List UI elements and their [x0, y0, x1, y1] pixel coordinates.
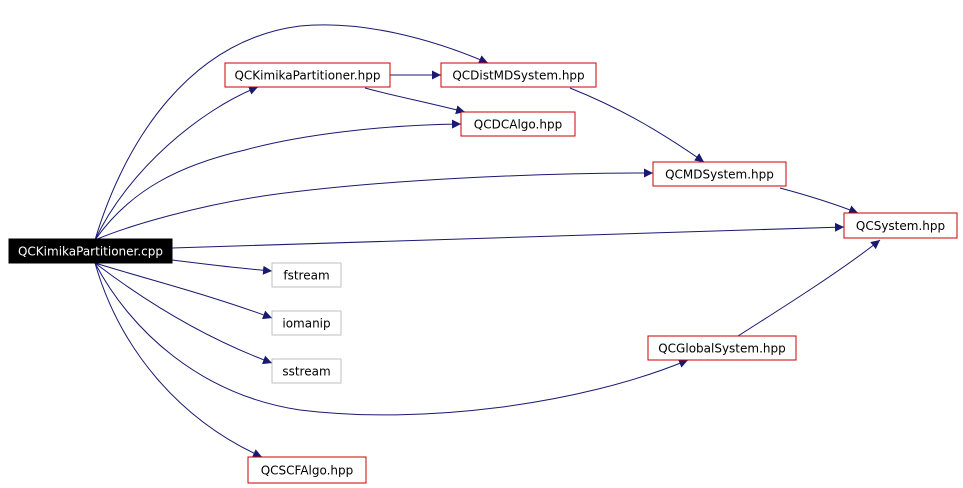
node-qckimikapartitioner-cpp[interactable]: QCKimikaPartitioner.cpp	[8, 238, 173, 264]
node-label: QCGlobalSystem.hpp	[658, 342, 786, 356]
node-label: fstream	[283, 269, 329, 283]
edge-kimika-hpp-to-dcalgo	[364, 87, 466, 115]
edge-root-to-iomanip	[94, 262, 273, 320]
edges	[94, 24, 881, 458]
node-fstream[interactable]: fstream	[271, 262, 342, 288]
node-qcdistmdsystem-hpp[interactable]: QCDistMDSystem.hpp	[440, 62, 597, 88]
node-qcsystem-hpp[interactable]: QCSystem.hpp	[843, 212, 958, 239]
node-label: iomanip	[282, 317, 330, 331]
node-label: QCMDSystem.hpp	[665, 168, 774, 182]
node-qcmdsystem-hpp[interactable]: QCMDSystem.hpp	[652, 161, 787, 187]
node-label: sstream	[282, 365, 330, 379]
node-qckimikapartitioner-hpp[interactable]: QCKimikaPartitioner.hpp	[224, 62, 391, 88]
node-label: QCDCAlgo.hpp	[474, 118, 562, 132]
edge-root-to-fstream	[171, 259, 273, 275]
node-label: QCSystem.hpp	[856, 219, 945, 233]
edge-root-to-globalsys	[94, 262, 689, 416]
edge-distmd-to-mdsys	[569, 87, 705, 163]
edge-root-to-distmd	[94, 24, 489, 241]
node-label: QCKimikaPartitioner.cpp	[18, 245, 163, 259]
node-label: QCDistMDSystem.hpp	[452, 69, 584, 83]
edge-root-to-sstream	[94, 262, 273, 365]
edge-mdsys-to-qcsys	[779, 187, 859, 214]
node-qcscfalgo-hpp[interactable]: QCSCFAlgo.hpp	[247, 456, 367, 484]
edge-root-to-qcsys	[171, 222, 845, 249]
edge-globalsys-to-qcsys	[737, 239, 881, 337]
nodes: QCKimikaPartitioner.cpp QCKimikaPartitio…	[8, 62, 958, 484]
edge-root-to-kimika-hpp	[94, 86, 259, 241]
node-label: QCSCFAlgo.hpp	[261, 464, 354, 478]
edge-root-to-mdsys	[94, 168, 654, 241]
node-qcdcalgo-hpp[interactable]: QCDCAlgo.hpp	[460, 111, 576, 137]
node-sstream[interactable]: sstream	[271, 358, 342, 384]
edge-root-to-dcalgo	[94, 119, 462, 241]
node-label: QCKimikaPartitioner.hpp	[234, 69, 380, 83]
node-qcglobalsystem-hpp[interactable]: QCGlobalSystem.hpp	[647, 335, 797, 361]
node-iomanip[interactable]: iomanip	[271, 310, 342, 336]
edge-root-to-scfalgo	[94, 262, 263, 458]
